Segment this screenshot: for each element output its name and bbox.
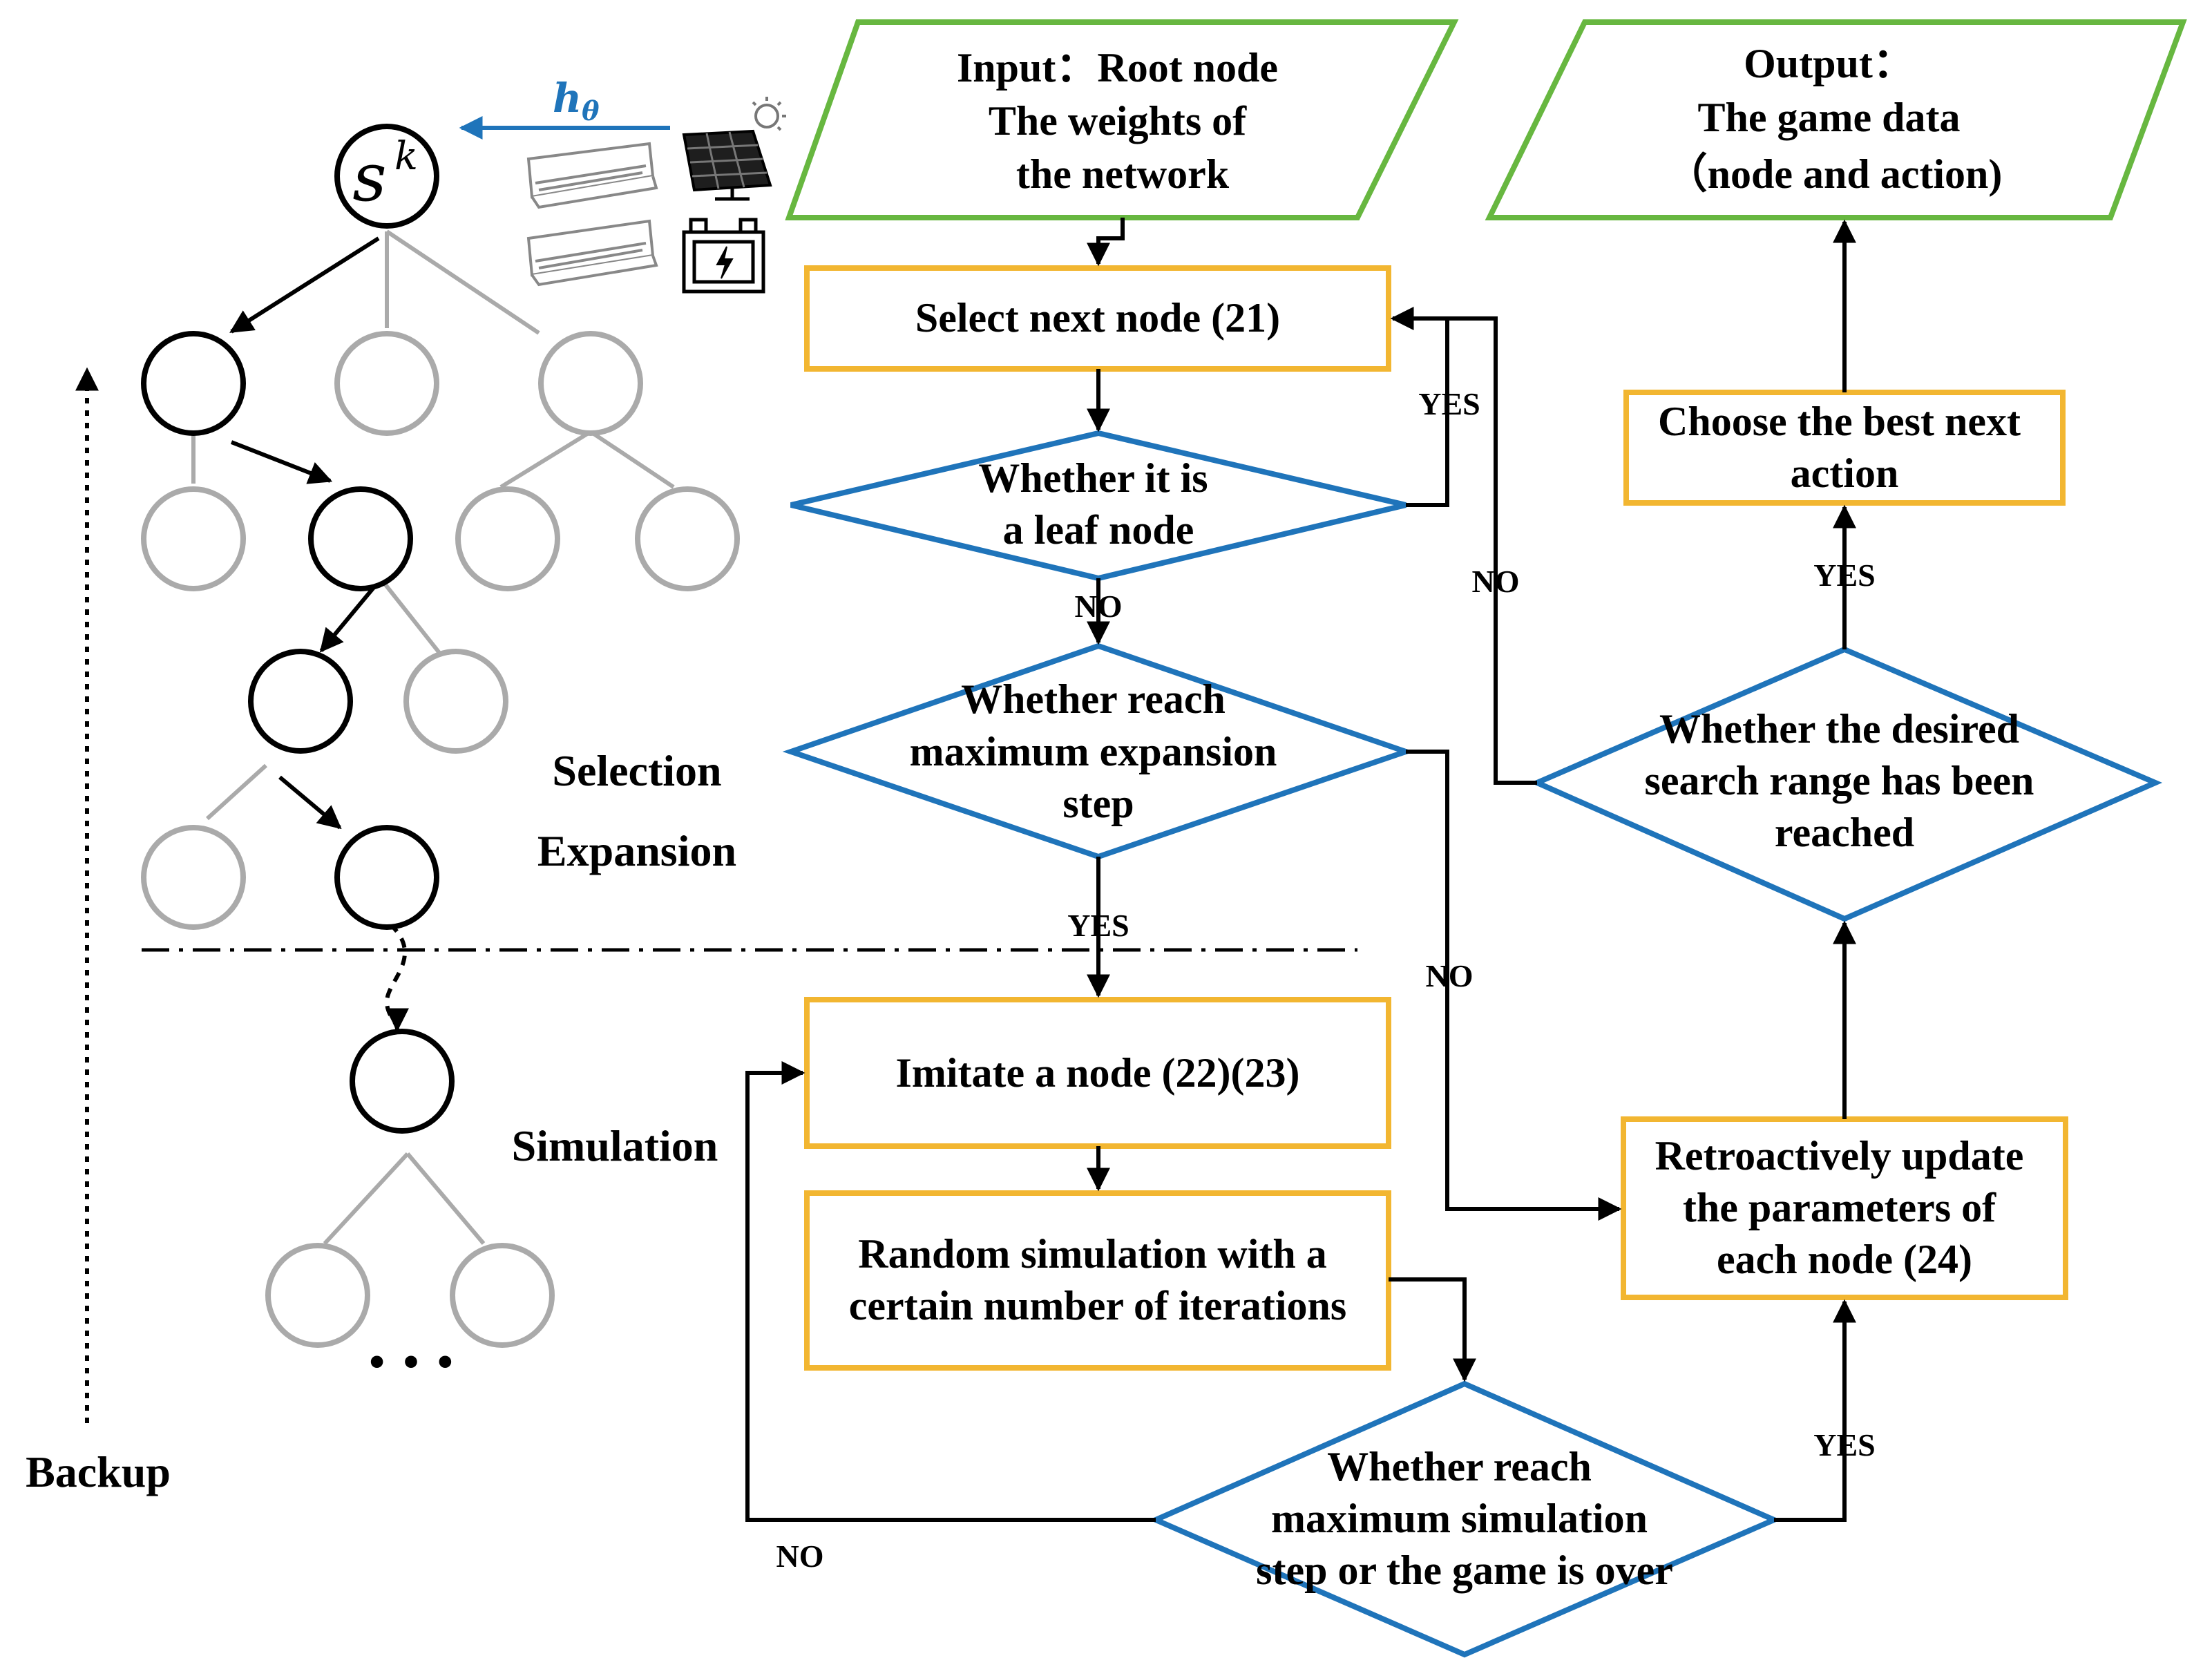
root-node-label: s (352, 139, 386, 216)
battery-icon (682, 218, 765, 294)
phase-label-simulation: Simulation (512, 1121, 718, 1170)
phase-label-selection: Selection (552, 746, 721, 795)
search-tree: s k • • • (141, 124, 740, 1383)
random-simulation-label: Random simulation with a certain number … (849, 1231, 1346, 1328)
air-conditioner-icon (526, 142, 658, 209)
leaf-node-decision-label: Whether it is a leaf node (978, 455, 1218, 553)
phase-label-backup: Backup (26, 1447, 171, 1496)
tree-node (538, 331, 643, 436)
imitate-node-box (804, 997, 1391, 1149)
solar-panel-icon (682, 97, 786, 201)
tree-node (334, 825, 439, 930)
edge-label-search-yes: YES (1813, 558, 1875, 593)
edge-label-search-no: NO (1472, 564, 1520, 599)
phase-label-expansion: Expansion (537, 826, 736, 875)
random-simulation-box (804, 1190, 1391, 1371)
imitate-node-label: Imitate a node (22)(23) (896, 1050, 1300, 1096)
edge-label-leaf-yes: YES (1418, 386, 1480, 421)
connectors (745, 218, 1856, 1522)
tree-node (635, 486, 740, 591)
tree-node (450, 1243, 555, 1348)
tree-node (403, 649, 508, 754)
tree-node (308, 486, 413, 591)
tree-node (455, 486, 560, 591)
output-label: Output： The game data （node and action) (1666, 41, 2003, 197)
choose-best-action-label: Choose the best next action (1658, 399, 2031, 496)
root-node-superscript: k (394, 134, 418, 179)
edge-label-expansion-no: NO (1426, 958, 1474, 993)
air-conditioner-icon (526, 219, 658, 287)
edge-label-expansion-yes: YES (1067, 908, 1129, 943)
tree-ellipsis: • • • (366, 1343, 457, 1383)
select-next-node-label: Select next node (21) (915, 295, 1280, 341)
h-theta-arrow: hθ (459, 75, 670, 140)
retroactive-update-box (1621, 1116, 2068, 1300)
h-theta-label: h (553, 75, 582, 122)
tree-node (141, 825, 246, 930)
svg-text:hθ: hθ (553, 75, 600, 126)
edge-label-leaf-no: NO (1075, 589, 1123, 624)
retroactive-update-label: Retroactively update the parameters of e… (1655, 1133, 2034, 1282)
search-range-decision-label: Whether the desired search range has bee… (1645, 706, 2045, 855)
edge-label-sim-yes: YES (1813, 1427, 1875, 1463)
input-label: Input：Root node The weights of the netwo… (957, 45, 1288, 197)
edge-label-sim-no: NO (776, 1539, 824, 1574)
tree-node (334, 331, 439, 436)
output-parallelogram (1485, 19, 2187, 220)
input-parallelogram (785, 19, 1459, 220)
tree-node (350, 1029, 455, 1134)
tree-node (141, 486, 246, 591)
h-theta-subscript: θ (582, 95, 600, 126)
max-expansion-decision-label: Whether reach maximum expansion step (910, 676, 1288, 826)
environment-icons (526, 97, 786, 294)
tree-node (248, 649, 353, 754)
tree-node (141, 331, 246, 436)
max-simulation-decision (1149, 1380, 1781, 1658)
tree-node (265, 1243, 370, 1348)
tree-node-root (334, 124, 439, 229)
search-range-decision (1530, 646, 2163, 922)
max-simulation-decision-label: Whether reach maximum simulation step or… (1256, 1444, 1673, 1593)
choose-best-action-box (1623, 390, 2066, 506)
